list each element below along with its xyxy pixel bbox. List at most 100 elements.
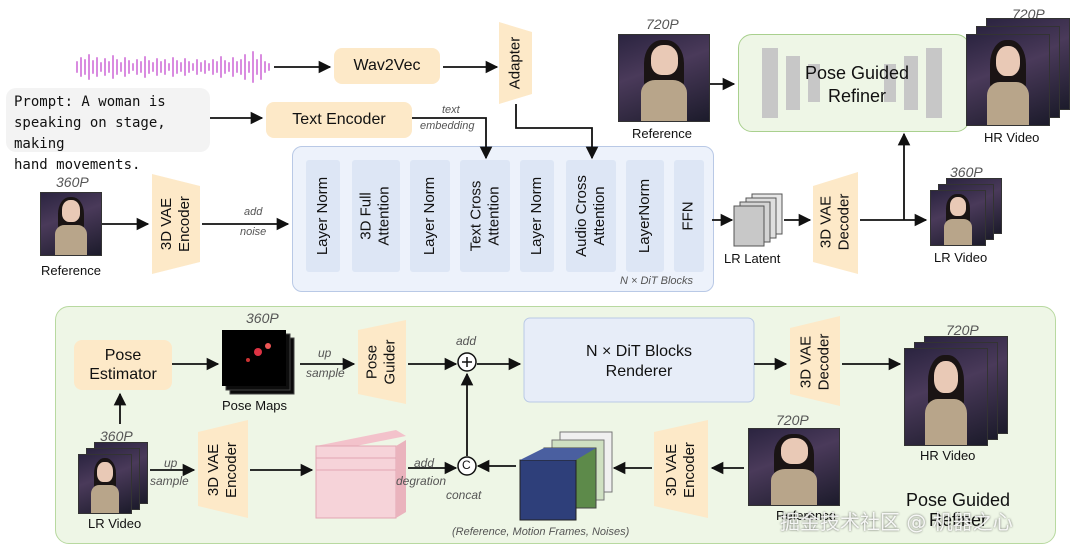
bottom-title-text: Pose Guided Refiner: [906, 490, 1011, 530]
vae-decoder-label: 3D VAE Decoder: [817, 193, 853, 251]
wav2vec-label: Wav2Vec: [353, 57, 421, 74]
renderer-label: N × DiT Blocks Renderer: [524, 342, 754, 382]
dit-layer-6-label: Audio Cross Attention: [573, 175, 609, 257]
dit-layer-1-label-wrap: Layer Norm: [306, 160, 340, 272]
bottom-lr-video-image: [78, 454, 132, 514]
dit-layer-4-label: Text Cross Attention: [467, 180, 503, 252]
bottom-ref-res: 720P: [776, 412, 809, 428]
sample-label: sample: [306, 366, 345, 380]
text-embedding-label-1: text: [442, 104, 460, 116]
waveform-icon: [76, 51, 270, 83]
vae-decoder-shape: [813, 172, 858, 274]
dit-layer-8-label: FFN: [679, 201, 697, 231]
pose-maps-label: Pose Maps: [222, 398, 288, 413]
vae-encoder-label-wrap: 3D VAE Encoder: [152, 186, 200, 262]
vae-encoder-label: 3D VAE Encoder: [158, 196, 193, 252]
concat-label: concat: [446, 488, 482, 502]
concat-symbol: C: [462, 458, 471, 472]
lr-video-image: [930, 190, 986, 246]
bottom-add-label: add: [456, 334, 477, 348]
text-encoder-label: Text Encoder: [292, 111, 386, 128]
bottom-lr-video-label: LR Video: [88, 516, 142, 531]
adapter-label-wrap: Adapter: [499, 32, 532, 94]
reference-360-label: Reference: [41, 263, 101, 278]
renderer-label-text: N × DiT Blocks Renderer: [586, 343, 692, 380]
bottom-vae-encoder-label: 3D VAE Encoder: [205, 442, 240, 498]
frames-caption: (Reference, Motion Frames, Noises): [452, 526, 630, 538]
bottom-reference-label: Reference: [776, 508, 836, 523]
up-label: up: [318, 346, 332, 360]
sample2-label: sample: [150, 474, 189, 488]
bottom-vae-encoder-label-wrap: 3D VAE Encoder: [198, 428, 248, 512]
vae-encoder-shape: [152, 174, 200, 274]
dit-layer-7: [626, 160, 664, 272]
reference-720-image: [618, 34, 710, 122]
lr-latent-label: LR Latent: [724, 251, 781, 266]
pose-maps-res: 360P: [246, 310, 279, 326]
dit-layer-3: [410, 160, 450, 272]
pose-guider-label-wrap: Pose Guider: [358, 330, 406, 394]
frames-latent-icon: [519, 431, 613, 521]
bottom-title: Pose Guided Refiner: [906, 490, 1010, 530]
refiner-label-text: Pose Guided Refiner: [804, 63, 910, 106]
add-label: add: [244, 206, 263, 218]
dit-layer-2: [352, 160, 400, 272]
dit-layer-7-label: LayerNorm: [636, 178, 653, 254]
degration-label: degration: [396, 474, 447, 488]
add2-label: add: [414, 456, 435, 470]
ref360-res: 360P: [56, 174, 89, 190]
pose-estimator-label: Pose Estimator: [89, 347, 157, 383]
bottom-vae-decoder-shape: [790, 316, 840, 406]
dit-layer-6-label-wrap: Audio Cross Attention: [566, 160, 616, 272]
bottom-vae-encoder-shape: [198, 420, 248, 518]
text-encoder-box: Text Encoder: [266, 102, 412, 138]
bottom-hr-video-label: HR Video: [920, 448, 976, 463]
vae-decoder-label-wrap: 3D VAE Decoder: [813, 180, 858, 264]
dit-layer-3-label: Layer Norm: [421, 176, 439, 256]
bottom-hr-res: 720P: [946, 322, 979, 338]
dit-layer-7-label-wrap: LayerNorm: [626, 160, 664, 272]
dit-layer-4: [460, 160, 510, 272]
bottom-hr-video-image: [904, 348, 988, 446]
dit-layer-5: [520, 160, 554, 272]
dit-layer-2-label: 3D Full Attention: [358, 186, 393, 246]
lr-latent-icon: [733, 193, 783, 247]
bottom-vae-decoder-label: 3D VAE Decoder: [797, 333, 833, 391]
ref720-res: 720P: [646, 16, 679, 32]
adapter-label: Adapter: [506, 36, 524, 90]
dit-layer-8: [674, 160, 704, 272]
text-embedding-label-2: embedding: [420, 120, 475, 132]
bottom-vae-encoder2-label: 3D VAE Encoder: [663, 442, 698, 498]
pose-guider-shape: [358, 320, 406, 404]
dit-layer-6: [566, 160, 616, 272]
prompt-line-1: Prompt: A woman is: [14, 94, 166, 110]
pink-latent-icon: [315, 430, 406, 519]
lr-video-label: LR Video: [934, 250, 988, 265]
hr-video-label: HR Video: [984, 130, 1040, 145]
reference-720-label: Reference: [632, 126, 692, 141]
watermark: 掘金技术社区 @ 机器之心: [780, 510, 1013, 534]
reference-360-image: [40, 192, 102, 256]
bottom-lr-res: 360P: [100, 428, 133, 444]
dit-layer-5-label-wrap: Layer Norm: [520, 160, 554, 272]
refiner-label: Pose Guided Refiner: [784, 62, 930, 108]
dit-layer-8-label-wrap: FFN: [674, 160, 704, 272]
up2-label: up: [164, 456, 178, 470]
dit-layer-4-label-wrap: Text Cross Attention: [460, 160, 510, 272]
lr-video-res: 360P: [950, 164, 983, 180]
renderer-box: [523, 317, 755, 403]
prompt-line-3: hand movements.: [14, 157, 141, 173]
dit-layer-2-label-wrap: 3D Full Attention: [352, 160, 400, 272]
bottom-reference-image: [748, 428, 840, 506]
noise-label: noise: [240, 226, 267, 238]
dit-layer-5-label: Layer Norm: [528, 176, 546, 256]
hr-video-image: [966, 34, 1050, 126]
prompt-line-2: speaking on stage, making: [14, 115, 166, 152]
dit-caption: N × DiT Blocks: [620, 275, 693, 287]
wav2vec-box: Wav2Vec: [334, 48, 440, 84]
dit-layer-1-label: Layer Norm: [314, 176, 332, 256]
bottom-vae-decoder-label-wrap: 3D VAE Decoder: [790, 324, 840, 400]
concat-circle-icon: [457, 456, 477, 476]
adapter-shape: [499, 22, 532, 104]
